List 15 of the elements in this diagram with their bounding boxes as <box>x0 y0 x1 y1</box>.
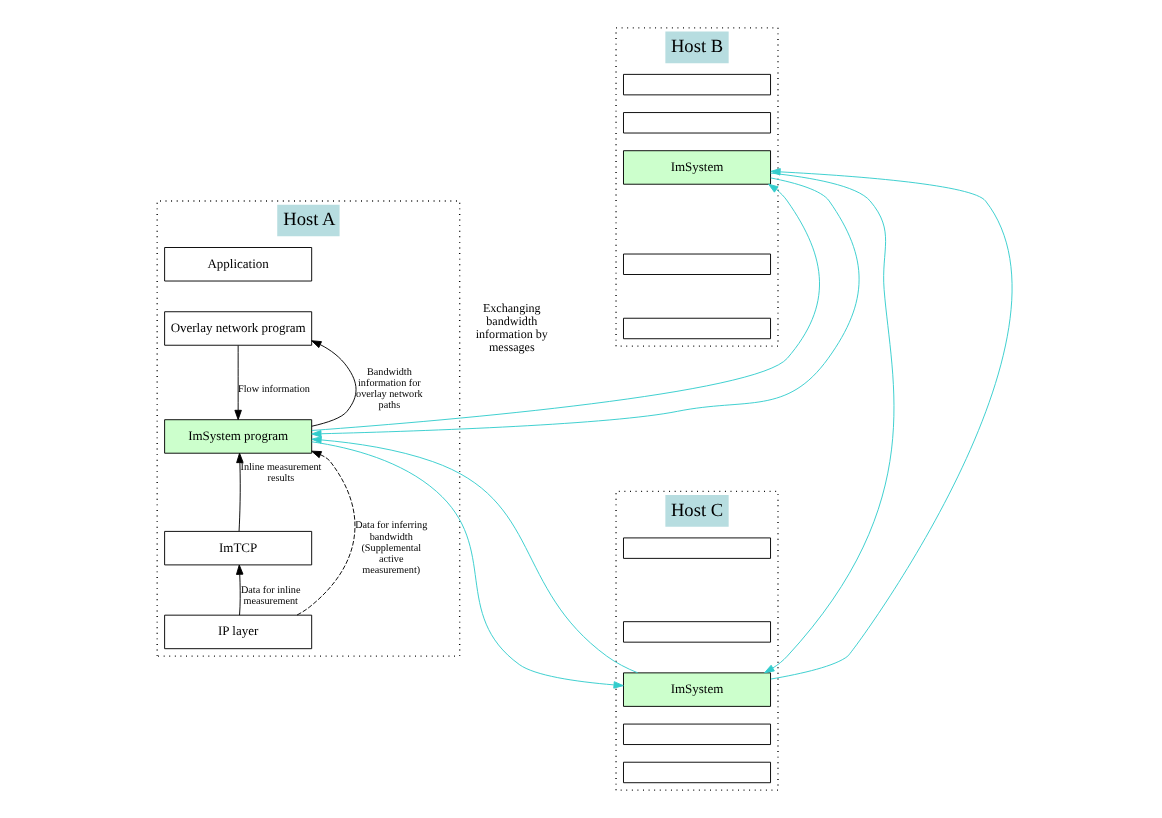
node-box <box>623 723 771 745</box>
arrow <box>770 168 1013 680</box>
arrow <box>296 450 356 616</box>
node-box <box>623 112 771 134</box>
node-box <box>623 621 771 643</box>
arrow <box>764 172 895 674</box>
arrow <box>236 564 244 616</box>
node-box <box>623 537 771 559</box>
arrow <box>236 452 244 532</box>
arrow <box>311 340 357 427</box>
node-box <box>623 761 771 784</box>
node-box <box>623 253 771 275</box>
node-box <box>623 73 771 96</box>
arrow <box>234 345 242 421</box>
node-box <box>623 317 771 340</box>
